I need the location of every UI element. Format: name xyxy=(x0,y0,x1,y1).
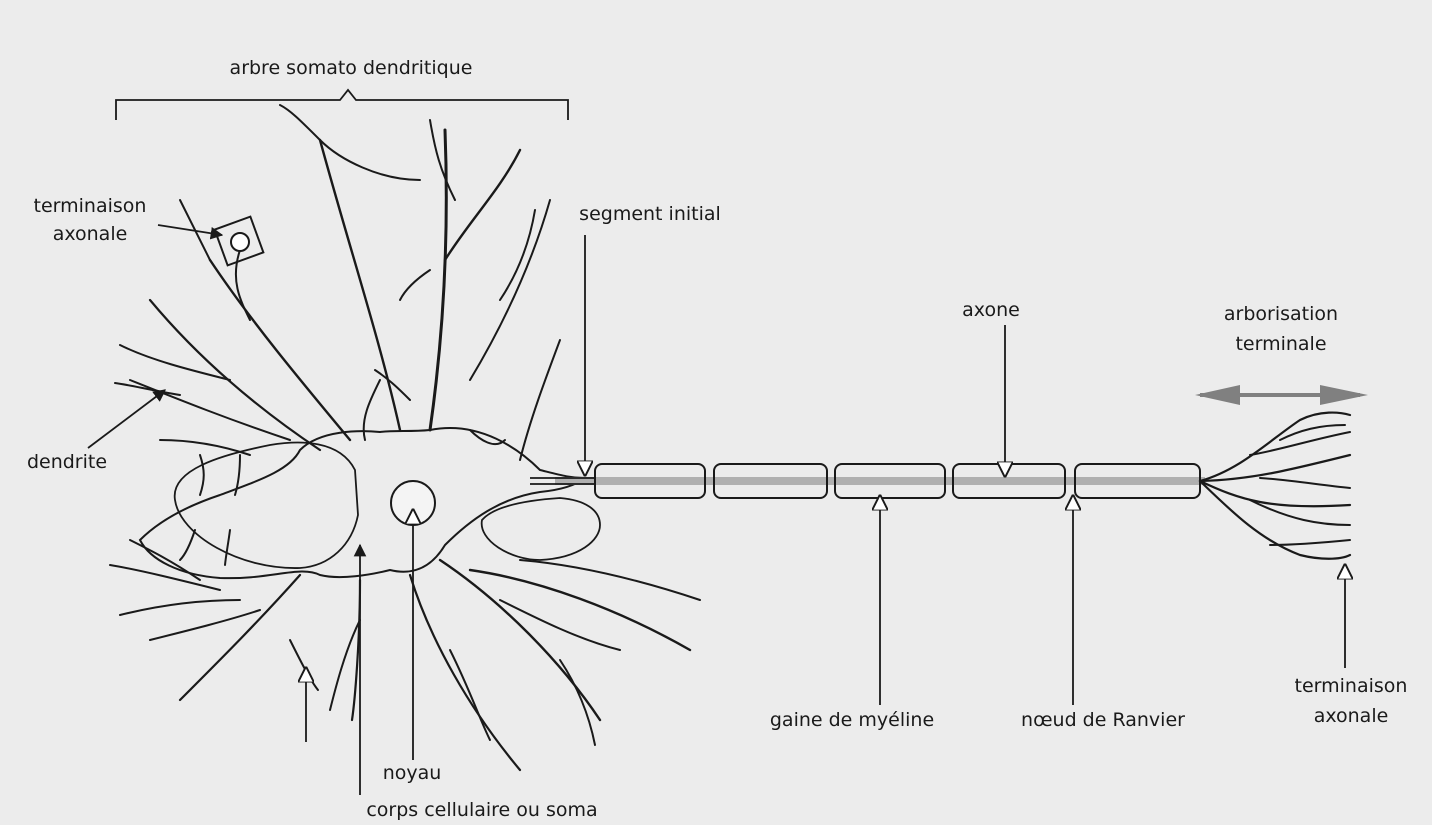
label-terminaison-right-line1: terminaison xyxy=(1295,675,1408,697)
label-noyau: noyau xyxy=(383,762,442,784)
label-axone: axone xyxy=(962,299,1020,321)
axon xyxy=(530,464,1205,498)
terminal-arborization xyxy=(1200,413,1350,559)
label-arborisation-line2: terminale xyxy=(1235,333,1326,355)
arborisation-double-arrow xyxy=(1195,385,1368,405)
label-corps-cellulaire: corps cellulaire ou soma xyxy=(366,799,597,821)
soma xyxy=(140,428,600,578)
brace xyxy=(116,90,568,120)
label-noeud-de-ranvier: nœud de Ranvier xyxy=(1021,709,1185,731)
label-terminaison-left-line1: terminaison xyxy=(34,195,147,217)
label-segment-initial: segment initial xyxy=(579,203,721,225)
label-terminaison-left-line2: axonale xyxy=(53,223,128,245)
label-arborisation-line1: arborisation xyxy=(1224,303,1338,325)
label-terminaison-right-line2: axonale xyxy=(1314,705,1389,727)
boxed-terminal xyxy=(215,217,264,266)
label-arbre-somato-dendritique: arbre somato dendritique xyxy=(230,57,473,79)
label-dendrite: dendrite xyxy=(27,451,107,473)
label-gaine-de-myeline: gaine de myéline xyxy=(770,709,934,731)
